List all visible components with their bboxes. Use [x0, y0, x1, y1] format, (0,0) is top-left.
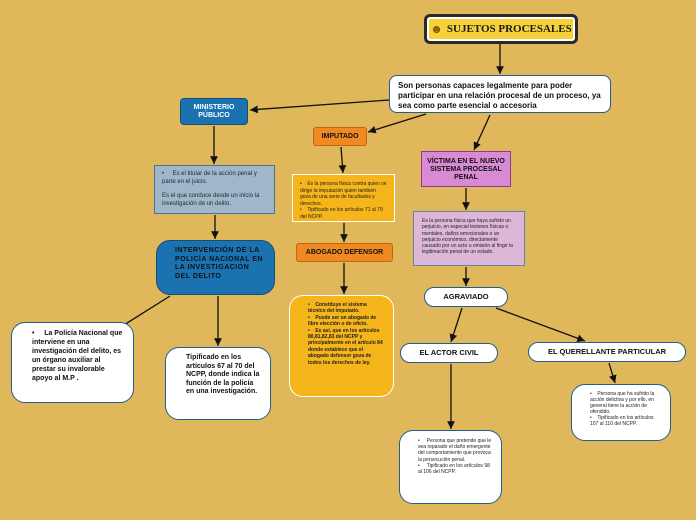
imputado-description-node[interactable]: • Es la persona física contra quien se d… [292, 174, 395, 222]
abogado-heading: ABOGADO DEFENSOR [305, 249, 384, 256]
link-querellante-desc [608, 362, 617, 384]
imputado-bullet-2: • Tipificado en los artículos 71 al 79 d… [300, 207, 383, 220]
agraviado-node[interactable]: AGRAVIADO [424, 287, 508, 307]
link-imputado-desc [338, 146, 347, 174]
querellante-bullet-1: • Persona que ha sufrido la acción delic… [590, 391, 655, 415]
title-node[interactable]: ☻ SUJETOS PROCESALES [424, 14, 578, 44]
policia-nacional-node[interactable]: • La Policía Nacional que interviene en … [11, 322, 134, 403]
ministerio-description-node[interactable]: • Es el titular de la acción penal y par… [154, 165, 275, 214]
victima-node[interactable]: VÍCTIMA EN EL NUEVO SISTEMA PROCESAL PEN… [421, 151, 511, 187]
ministerio-heading: MINISTERIO PÚBLICO [193, 104, 235, 119]
abogado-description-node[interactable]: • Constituye el sistema técnico del impu… [289, 295, 394, 397]
ministerio-line2: Es el que conduce desde un inicio la inv… [162, 193, 260, 207]
ministerio-publico-node[interactable]: MINISTERIO PÚBLICO [180, 98, 248, 125]
imputado-node[interactable]: IMPUTADO [313, 127, 367, 146]
policia-text: • La Policía Nacional que interviene en … [32, 330, 123, 382]
agraviado-heading: AGRAVIADO [443, 292, 489, 301]
intervencion-policia-node[interactable]: INTERVENCIÓN DE LA POLICÍA NACIONAL EN L… [156, 240, 275, 295]
abogado-bullet-1: • Constituye el sistema técnico del impu… [308, 302, 367, 315]
victima-heading: VÍCTIMA EN EL NUEVO SISTEMA PROCESAL PEN… [427, 158, 505, 181]
abogado-defensor-node[interactable]: ABOGADO DEFENSOR [296, 243, 393, 262]
link-definition-victima [473, 114, 491, 151]
querellante-bullet-2: • Tipificado en los artículos 107 al 110… [590, 415, 654, 427]
actor-civil-bullet-1: • Persona que pretende que le sea repara… [418, 438, 492, 463]
definition-text: Son personas capaces legalmente para pod… [398, 81, 601, 110]
querellante-particular-node[interactable]: EL QUERELLANTE PARTICULAR [528, 342, 686, 362]
link-agraviado-querellante [495, 307, 586, 342]
imputado-bullet-1: • Es la persona física contra quien se d… [300, 181, 387, 207]
abogado-bullet-2: • Puede ser un abogado de libre elección… [308, 314, 377, 328]
querellante-description-node[interactable]: • Persona que ha sufrido la acción delic… [571, 384, 671, 441]
link-agraviado-actor-civil [449, 307, 463, 343]
link-definition-imputado [367, 113, 427, 134]
imputado-heading: IMPUTADO [321, 133, 359, 140]
title-text: SUJETOS PROCESALES [446, 23, 572, 35]
intervencion-heading: INTERVENCIÓN DE LA POLICÍA NACIONAL EN L… [175, 247, 264, 280]
ministerio-bullet: • Es el titular de la acción penal y par… [162, 171, 257, 185]
definition-node[interactable]: Son personas capaces legalmente para pod… [389, 75, 611, 113]
actor-civil-heading: EL ACTOR CIVIL [419, 348, 479, 357]
victima-description-node[interactable]: Es la persona física que haya sufrido un… [413, 211, 525, 266]
abogado-bullet-3: • Es así, que en los artículos 80,81,82,… [308, 327, 383, 366]
victima-description: Es la persona física que haya sufrido un… [422, 218, 513, 256]
tipificado-policia-node[interactable]: Tipificado en los artículos 67 al 70 del… [165, 347, 271, 420]
people-icon: ☻ [430, 21, 443, 36]
tipificado-policia-text: Tipificado en los artículos 67 al 70 del… [186, 354, 260, 396]
actor-civil-description-node[interactable]: • Persona que pretende que le sea repara… [399, 430, 502, 504]
actor-civil-bullet-2: • Tipificado en los artículos 98 al 106 … [418, 462, 490, 476]
actor-civil-node[interactable]: EL ACTOR CIVIL [400, 343, 498, 363]
link-definition-ministerio [249, 99, 390, 114]
querellante-heading: EL QUERELLANTE PARTICULAR [547, 347, 667, 356]
